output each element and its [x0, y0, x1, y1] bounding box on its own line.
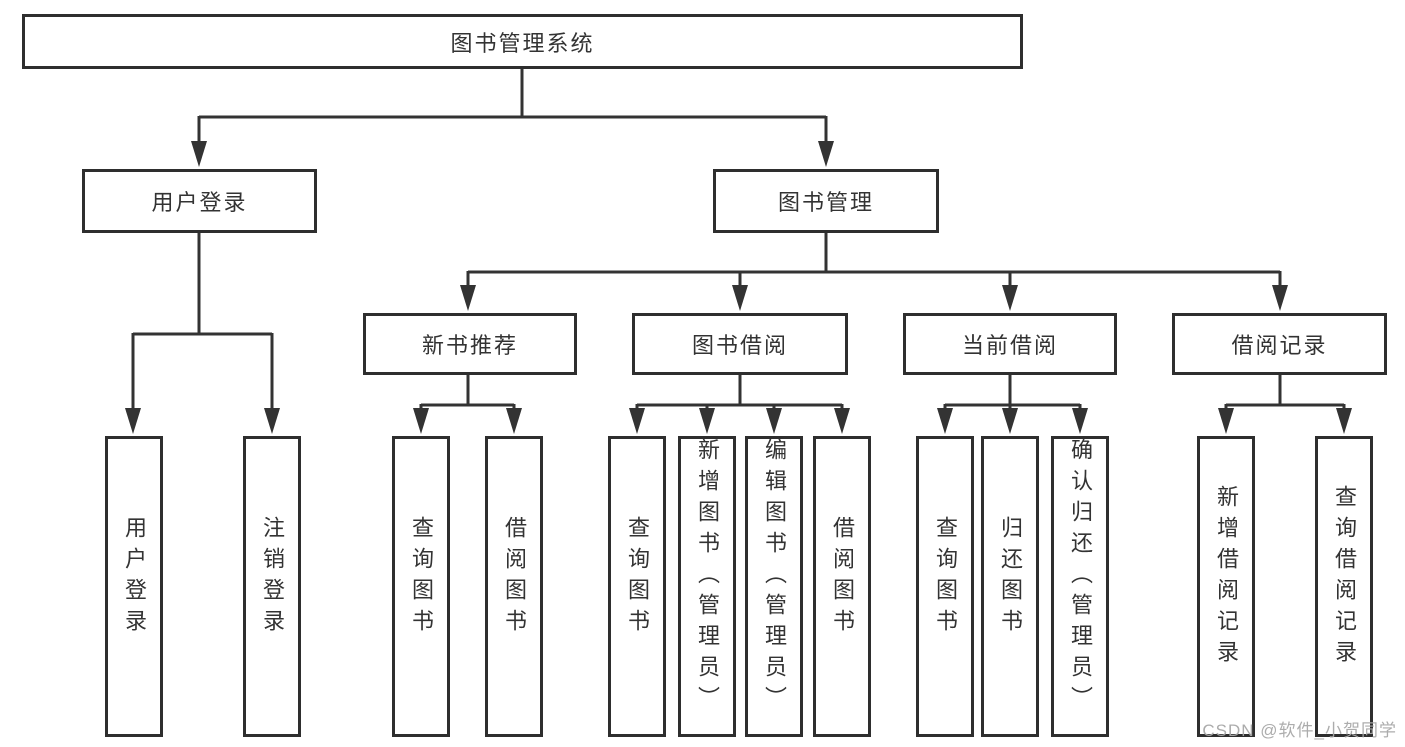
- leaf-return-books-label: 归还图书: [998, 515, 1023, 640]
- leaf-add-books-admin: 新增图书（管理员）: [678, 436, 736, 737]
- leaf-add-borrow-record: 新增借阅记录: [1197, 436, 1255, 737]
- leaf-user-login-label: 用户登录: [122, 515, 147, 640]
- leaf-add-borrow-record-label: 新增借阅记录: [1214, 484, 1239, 671]
- leaf-query-books-borrowing-label: 查询图书: [625, 515, 650, 640]
- node-book-management: 图书管理: [713, 169, 939, 233]
- leaf-logout: 注销登录: [243, 436, 301, 737]
- leaf-confirm-return-admin: 确认归还（管理员）: [1051, 436, 1109, 737]
- leaf-query-borrow-record-label: 查询借阅记录: [1332, 484, 1357, 671]
- node-user-login: 用户登录: [82, 169, 317, 233]
- leaf-user-login: 用户登录: [105, 436, 163, 737]
- watermark: CSDN @软件_小贺同学: [1202, 721, 1397, 740]
- leaf-query-books-current-label: 查询图书: [933, 515, 958, 640]
- leaf-borrow-books-borrowing: 借阅图书: [813, 436, 871, 737]
- leaf-query-books-current: 查询图书: [916, 436, 974, 737]
- node-current-borrowing: 当前借阅: [903, 313, 1117, 375]
- leaf-borrow-books-recommend-label: 借阅图书: [502, 515, 527, 640]
- leaf-confirm-return-admin-label: 确认归还（管理员）: [1068, 438, 1093, 717]
- leaf-return-books: 归还图书: [981, 436, 1039, 737]
- node-book-borrowing: 图书借阅: [632, 313, 848, 375]
- node-borrowing-records: 借阅记录: [1172, 313, 1387, 375]
- arrowheads: [125, 141, 1352, 434]
- leaf-query-books-recommend-label: 查询图书: [409, 515, 434, 640]
- node-new-book-recommendation: 新书推荐: [363, 313, 577, 375]
- leaf-borrow-books-borrowing-label: 借阅图书: [830, 515, 855, 640]
- leaf-query-books-borrowing: 查询图书: [608, 436, 666, 737]
- leaf-edit-books-admin-label: 编辑图书（管理员）: [762, 438, 787, 717]
- leaf-add-books-admin-label: 新增图书（管理员）: [695, 438, 720, 717]
- leaf-borrow-books-recommend: 借阅图书: [485, 436, 543, 737]
- leaf-edit-books-admin: 编辑图书（管理员）: [745, 436, 803, 737]
- leaf-query-books-recommend: 查询图书: [392, 436, 450, 737]
- leaf-query-borrow-record: 查询借阅记录: [1315, 436, 1373, 737]
- node-book-management-system: 图书管理系统: [22, 14, 1023, 69]
- leaf-logout-label: 注销登录: [260, 515, 285, 640]
